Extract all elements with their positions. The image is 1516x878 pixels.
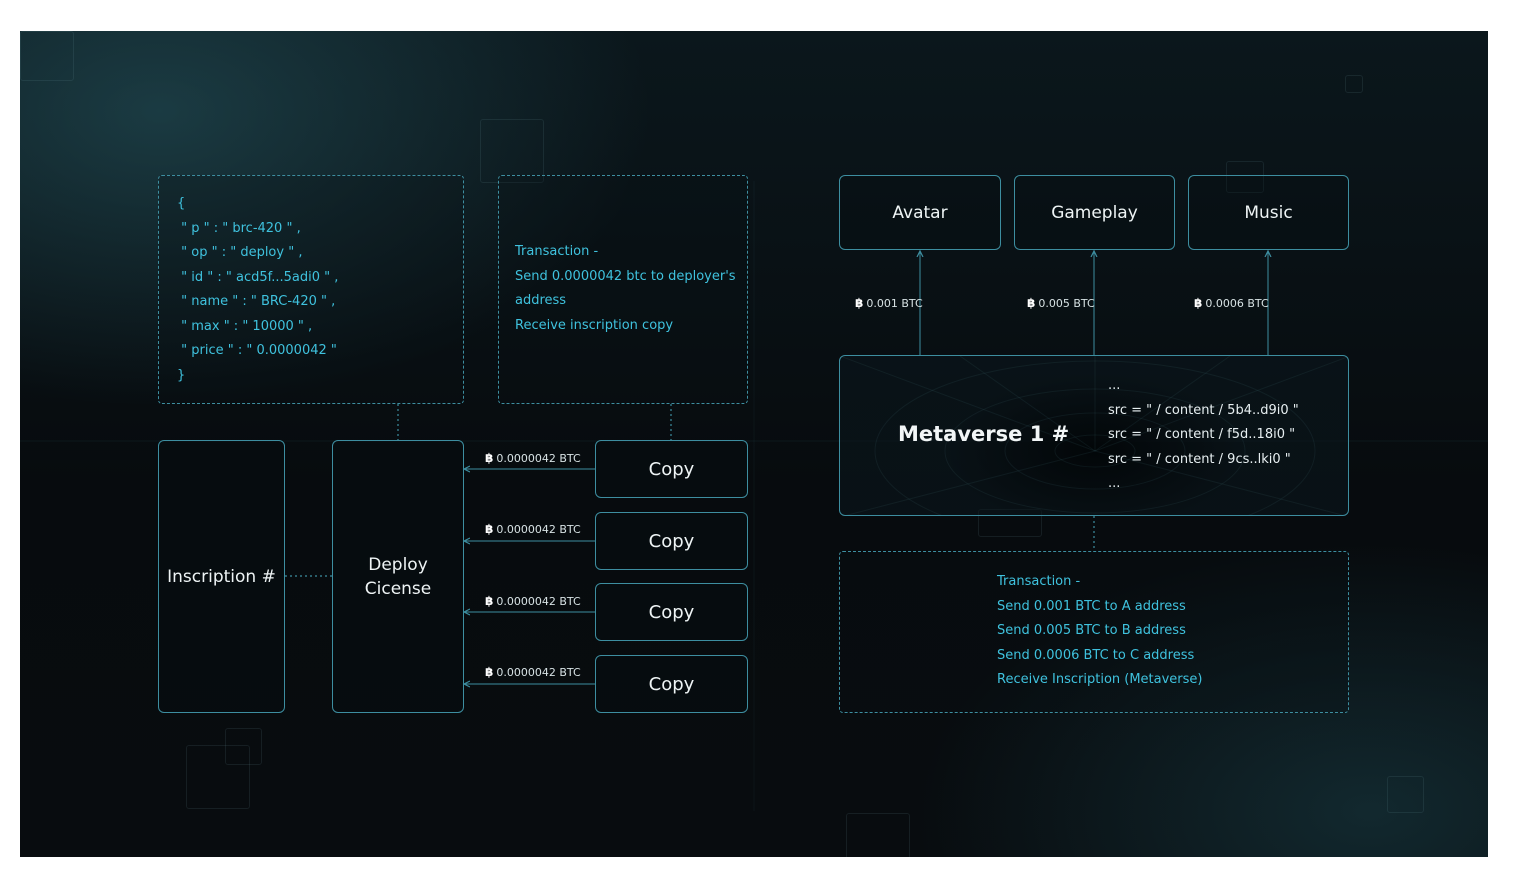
transaction-left-line: Receive inscription copy [515, 317, 674, 333]
metaverse-src-lines: ... src = " / content / 5b4..d9i0 " src = … [1108, 374, 1299, 497]
deploy-label-line2: Cicense [364, 578, 432, 599]
deploy-label-line1: Deploy [368, 554, 428, 575]
gameplay-price: ฿0.005 BTC [1027, 296, 1095, 310]
json-code-line: { [177, 196, 186, 211]
json-code-line: " name " : " BRC-420 " , [177, 294, 336, 309]
transaction-right-box: Transaction - Send 0.001 BTC to A address… [839, 551, 1349, 713]
transaction-left-line: Transaction - [515, 244, 599, 259]
copy-price-value: 0.0000042 BTC [496, 665, 581, 679]
gameplay-price-value: 0.005 BTC [1038, 296, 1095, 310]
inscription-label: Inscription # [167, 566, 276, 587]
avatar-box: Avatar [839, 175, 1001, 250]
copy-box: Copy [595, 655, 748, 713]
music-price-value: 0.0006 BTC [1205, 296, 1269, 310]
decor-square [186, 745, 250, 809]
json-code-line: } [177, 367, 186, 383]
copy-price-value: 0.0000042 BTC [496, 451, 581, 465]
transaction-right-lines: Transaction - Send 0.001 BTC to A address… [997, 570, 1348, 693]
metaverse-title: Metaverse 1 # [898, 422, 1070, 446]
warp-grid-graphic [840, 356, 1348, 515]
metaverse-src-line: src = " / content / f5d..18i0 " [1108, 427, 1296, 442]
decor-square [846, 813, 910, 857]
json-code-lines: { " p " : " brc-420 " , " op " : " deplo… [177, 192, 463, 388]
copy-price-value: 0.0000042 BTC [496, 522, 581, 536]
music-price: ฿0.0006 BTC [1194, 296, 1269, 310]
metaverse-box: Metaverse 1 # ... src = " / content / 5b4… [839, 355, 1349, 516]
btc-icon: ฿ [485, 594, 494, 608]
transaction-right-line: Send 0.001 BTC to A address [997, 598, 1186, 614]
json-code-line: " price " : " 0.0000042 " [177, 343, 337, 358]
copy-price: ฿0.0000042 BTC [485, 665, 581, 679]
decor-square [1226, 161, 1264, 193]
transaction-left-box: Transaction - Send 0.0000042 btc to deplo… [498, 175, 748, 404]
btc-icon: ฿ [1194, 296, 1203, 310]
json-code-box: { " p " : " brc-420 " , " op " : " deplo… [158, 175, 464, 404]
transaction-right-line: Transaction - [997, 574, 1081, 589]
copy-label: Copy [648, 673, 695, 695]
deploy-license-box: Deploy Cicense [332, 440, 464, 713]
json-code-line: " id " : " acd5f...5adi0 " , [177, 269, 339, 285]
btc-icon: ฿ [485, 665, 494, 679]
btc-icon: ฿ [855, 296, 864, 310]
gameplay-label: Gameplay [1051, 202, 1138, 223]
gameplay-box: Gameplay [1014, 175, 1175, 250]
transaction-left-line: address [515, 293, 567, 308]
copy-label: Copy [648, 601, 695, 623]
copy-box: Copy [595, 512, 748, 570]
metaverse-src-line: ... [1108, 378, 1121, 393]
copy-price: ฿0.0000042 BTC [485, 522, 581, 536]
metaverse-src-line: src = " / content / 5b4..d9i0 " [1108, 402, 1299, 418]
transaction-right-line: Send 0.0006 BTC to C address [997, 647, 1195, 663]
decor-square [1387, 776, 1424, 813]
btc-icon: ฿ [1027, 296, 1036, 310]
inscription-box: Inscription # [158, 440, 285, 713]
json-code-line: " p " : " brc-420 " , [177, 220, 301, 236]
copy-box: Copy [595, 440, 748, 498]
avatar-price-value: 0.001 BTC [866, 296, 923, 310]
copy-label: Copy [648, 458, 695, 480]
music-label: Music [1244, 202, 1293, 223]
copy-price: ฿0.0000042 BTC [485, 594, 581, 608]
music-box: Music [1188, 175, 1349, 250]
avatar-label: Avatar [892, 202, 948, 223]
copy-label: Copy [648, 530, 695, 552]
transaction-right-line: Send 0.005 BTC to B address [997, 623, 1186, 638]
json-code-line: " max " : " 10000 " , [177, 318, 313, 334]
transaction-left-line: Send 0.0000042 btc to deployer's [515, 268, 736, 284]
decor-square [225, 728, 262, 765]
decor-square [1345, 75, 1363, 93]
avatar-price: ฿0.001 BTC [855, 296, 923, 310]
metaverse-src-line: ... [1108, 476, 1121, 491]
json-code-line: " op " : " deploy " , [177, 245, 303, 260]
copy-price: ฿0.0000042 BTC [485, 451, 581, 465]
copy-box: Copy [595, 583, 748, 641]
diagram-canvas: { " p " : " brc-420 " , " op " : " deplo… [20, 31, 1488, 857]
decor-square [480, 119, 544, 183]
copy-price-value: 0.0000042 BTC [496, 594, 581, 608]
btc-icon: ฿ [485, 451, 494, 465]
transaction-right-line: Receive Inscription (Metaverse) [997, 672, 1203, 687]
btc-icon: ฿ [485, 522, 494, 536]
transaction-left-lines: Transaction - Send 0.0000042 btc to deplo… [515, 240, 747, 338]
decor-square [20, 31, 74, 81]
metaverse-src-line: src = " / content / 9cs..lki0 " [1108, 451, 1291, 467]
